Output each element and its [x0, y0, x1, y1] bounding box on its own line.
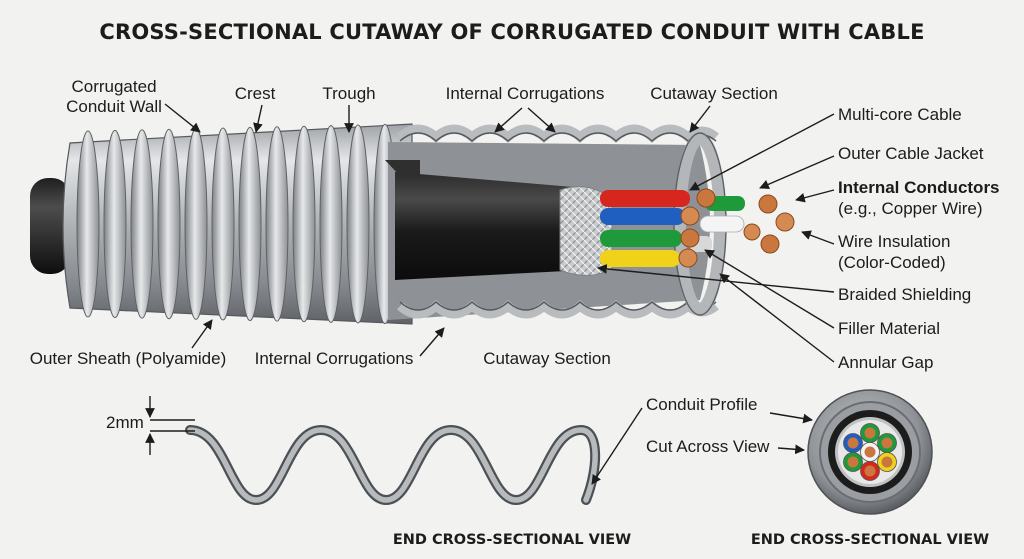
corrugation-rib [76, 130, 100, 318]
outer-cable-jacket [395, 172, 585, 280]
end-cross-section [807, 389, 933, 515]
label-braided-shielding: Braided Shielding [838, 285, 971, 304]
leader-cutaway-section-top [689, 105, 711, 133]
label-internal-corrugations-top: Internal Corrugations [446, 84, 605, 103]
label-thickness: 2mm [106, 413, 144, 432]
label-internal-conductors-note: (e.g., Copper Wire) [838, 199, 983, 218]
leader-internal-corrugations-top-a [494, 107, 523, 133]
braided-shielding [559, 186, 613, 276]
internal-corrugations-bottom-edge [397, 299, 719, 319]
leader-filler-material [704, 249, 835, 329]
leader-braided-shielding [597, 264, 835, 293]
label-annular-gap: Annular Gap [838, 353, 933, 372]
wire-yellow [600, 250, 680, 267]
label-multi-core-cable: Multi-core Cable [838, 105, 962, 124]
leader-wire-insulation [801, 230, 835, 245]
cable-stub [30, 178, 70, 274]
caption-end-view: END CROSS-SECTIONAL VIEW [751, 532, 989, 548]
corrugation-rib [319, 125, 343, 323]
copper-conductor [680, 206, 700, 226]
corrugation-rib [238, 126, 262, 322]
cable-jacket-cut-step [385, 160, 420, 176]
wire-blue [600, 208, 685, 225]
corrugation-rib [130, 129, 154, 319]
corrugation-rib [292, 125, 316, 323]
leader-outer-sheath [191, 319, 213, 349]
end-wire [860, 461, 880, 481]
wire-green [600, 230, 682, 247]
label-outer-sheath: Outer Sheath (Polyamide) [30, 349, 227, 368]
end-wires [843, 423, 897, 481]
wire-red [600, 190, 690, 207]
conduit-profile-view [185, 424, 601, 506]
label-cutaway-section-top: Cutaway Section [650, 84, 778, 103]
leader-cut-across-view [777, 444, 805, 455]
copper-conductor [680, 228, 700, 248]
label-crest: Crest [235, 84, 276, 103]
copper-conductors [678, 188, 795, 268]
leader-multi-core-cable [689, 113, 835, 191]
end-wire [877, 433, 897, 453]
copper-conductor [678, 248, 698, 268]
copper-conductor [760, 234, 780, 254]
leader-crest [253, 104, 263, 133]
copper-conductor [696, 188, 716, 208]
corrugation-rib [157, 128, 181, 320]
label-corrugated-wall-line1: Corrugated [71, 77, 156, 96]
copper-conductor [775, 212, 795, 232]
label-outer-cable-jacket: Outer Cable Jacket [838, 144, 984, 163]
corrugation-rib [211, 127, 235, 321]
end-wire [860, 423, 880, 443]
corrugation-rib [184, 128, 208, 320]
label-trough: Trough [322, 84, 375, 103]
label-cut-across-view: Cut Across View [646, 437, 770, 456]
internal-corrugations-top-line [399, 132, 717, 143]
leader-conduit-profile [591, 407, 643, 485]
leader-outer-cable-jacket [759, 155, 835, 189]
leader-internal-corrugations-top-b [527, 107, 556, 133]
page-title: CROSS-SECTIONAL CUTAWAY OF CORRUGATED CO… [99, 20, 924, 44]
end-wire [843, 452, 863, 472]
end-wire [843, 433, 863, 453]
end-wire [860, 442, 880, 462]
label-corrugated-wall-line2: Conduit Wall [66, 97, 162, 116]
label-wire-insulation: Wire Insulation [838, 232, 950, 251]
label-internal-conductors: Internal Conductors [838, 178, 1000, 197]
end-wire [877, 452, 897, 472]
label-internal-corrugations-bottom: Internal Corrugations [255, 349, 414, 368]
corrugation-rib [346, 124, 370, 324]
leader-internal-corrugations-bottom [419, 327, 445, 357]
label-cutaway-section-bottom: Cutaway Section [483, 349, 611, 368]
caption-profile-view: END CROSS-SECTIONAL VIEW [393, 532, 631, 548]
corrugation-rib [103, 129, 127, 319]
copper-conductor [743, 223, 761, 241]
internal-corrugations-bottom-line [399, 300, 717, 311]
label-wire-insulation-note: (Color-Coded) [838, 253, 946, 272]
conduit-assembly [30, 123, 795, 325]
label-filler-material: Filler Material [838, 319, 940, 338]
corrugation-rib [265, 126, 289, 322]
wire-white [699, 215, 745, 233]
copper-conductor [758, 194, 778, 214]
leader-corrugated-wall [164, 103, 201, 133]
label-conduit-profile: Conduit Profile [646, 395, 758, 414]
leader-annular-gap [719, 273, 835, 363]
insulated-wires [600, 190, 745, 267]
internal-corrugations-top-edge [397, 124, 719, 144]
leader-conduit-profile-end [769, 412, 813, 424]
profile-wave-fill [187, 427, 598, 503]
leader-internal-conductors [795, 189, 835, 203]
